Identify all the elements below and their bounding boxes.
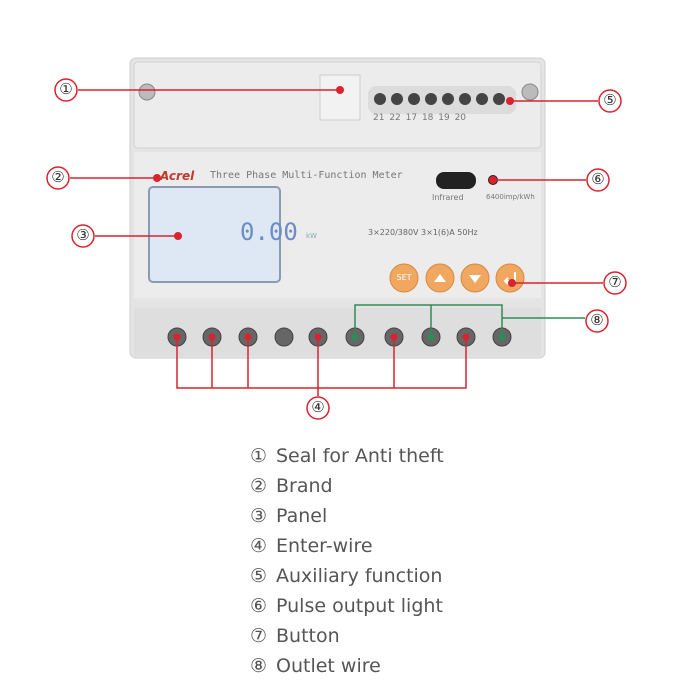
red-leader-lines [70, 89, 603, 396]
meter-illustration [46, 57, 627, 420]
screw-left [138, 83, 156, 101]
callout-3: ③ [76, 226, 90, 244]
callout-5: ⑤ [603, 91, 617, 109]
lcd-unit: kW [306, 232, 317, 240]
screw-right [521, 83, 539, 101]
down-arrow-icon [469, 275, 481, 283]
green-dots [351, 333, 506, 341]
red-dots [153, 86, 516, 341]
pulse-label: 6400imp/kWh [486, 193, 535, 201]
aux-terminal-block [368, 86, 516, 114]
infrared-label: Infrared [432, 193, 464, 202]
buttons [389, 263, 525, 293]
callout-6: ⑥ [591, 170, 605, 188]
model-title: Three Phase Multi-Function Meter [210, 170, 403, 181]
callout-circles [46, 78, 627, 420]
aux-terminal-numbers: 21 22 17 18 19 20 [373, 113, 467, 123]
enter-button [495, 263, 525, 293]
callout-2: ② [51, 168, 65, 186]
seal [319, 74, 361, 121]
callout-7: ⑦ [608, 273, 622, 291]
set-button [389, 263, 419, 293]
infrared-port [436, 172, 476, 189]
terminal-strip [134, 308, 541, 356]
rating-label: 3×220/380V 3×1(6)A 50Hz [368, 228, 478, 237]
green-leader-lines [354, 304, 585, 337]
brand-logo: Acrel [160, 169, 195, 183]
callout-1: ① [59, 80, 73, 98]
lcd-panel [148, 186, 281, 283]
callout-8: ⑧ [590, 311, 604, 329]
aux-terminals [374, 93, 505, 105]
lcd-value: 0.00 [240, 218, 298, 246]
set-button-label[interactable]: SET [396, 273, 412, 282]
callout-4: ④ [311, 398, 325, 416]
up-arrow-icon [434, 274, 446, 282]
